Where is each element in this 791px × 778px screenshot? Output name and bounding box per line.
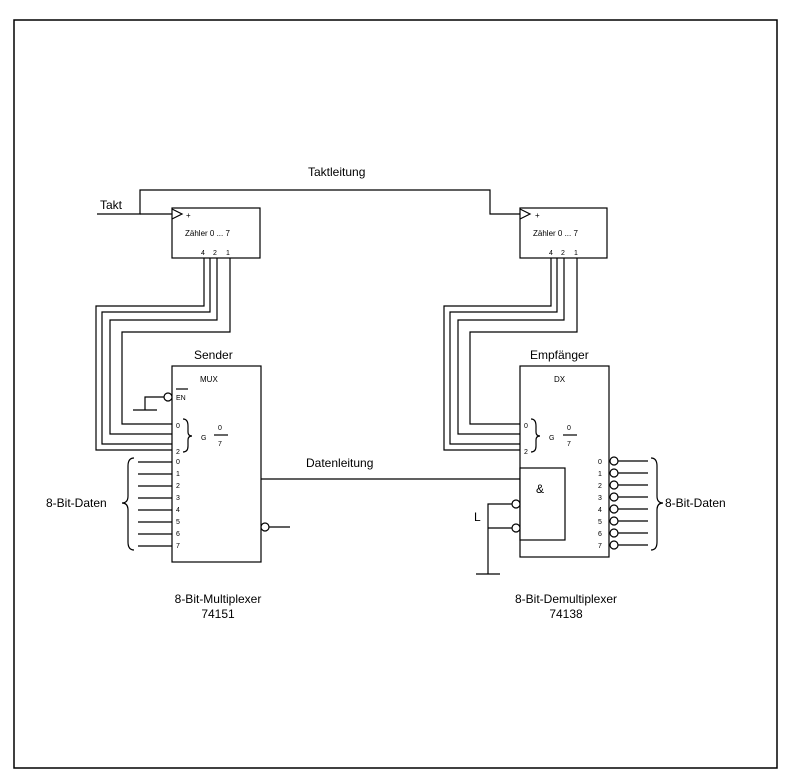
mux-sel-2: 2	[176, 449, 180, 456]
counter-right: + Zähler 0 ... 7 4 2 1	[519, 207, 608, 259]
dx-and-symbol: &	[536, 482, 544, 496]
counter-left-out-1: 1	[226, 250, 230, 257]
l-label: L	[474, 510, 481, 524]
dx-caption-line2: 74138	[549, 607, 583, 621]
dx-inverted-outputs	[609, 456, 648, 550]
taktleitung-label: Taktleitung	[308, 165, 365, 179]
mux-g-bottom: 7	[218, 441, 222, 448]
dx-select-brace	[530, 418, 541, 453]
mux-caption-line1: 8-Bit-Multiplexer	[175, 592, 262, 606]
mux-in-3: 3	[176, 495, 180, 502]
mux-enable-inversion	[163, 392, 173, 402]
left-data-brace	[121, 457, 135, 551]
mux-in-7: 7	[176, 543, 180, 550]
mux-data-input-lines	[138, 461, 172, 547]
counter-right-out-4: 4	[549, 250, 553, 257]
mux-select-brace	[182, 418, 193, 453]
counter-left-out-2: 2	[213, 250, 217, 257]
dx-g-bottom: 7	[567, 441, 571, 448]
dx-enable-inversion-2	[511, 523, 521, 533]
mux-inverted-output	[260, 522, 270, 532]
dx-g-top: 0	[567, 425, 571, 432]
dx-out-5: 5	[598, 519, 602, 526]
mux-in-5: 5	[176, 519, 180, 526]
dx-caption-line1: 8-Bit-Demultiplexer	[515, 592, 617, 606]
right-data-brace	[650, 457, 664, 551]
mux-select-wires	[95, 258, 231, 451]
mux-title: MUX	[200, 375, 218, 384]
mux-block: MUX EN 0 2 G 0 7 0 1 2 3 4 5 6 7	[133, 365, 290, 563]
counter-left-name: Zähler 0 ... 7	[185, 229, 230, 238]
sender-label: Sender	[194, 348, 233, 362]
mux-g: G	[201, 435, 206, 442]
mux-in-0: 0	[176, 459, 180, 466]
mux-in-6: 6	[176, 531, 180, 538]
dx-sel-0: 0	[524, 423, 528, 430]
counter-left: + Zähler 0 ... 7 4 2 1	[171, 207, 261, 259]
dx-block: DX 0 2 G 0 7 & 0 1 2 3 4 5 6 7	[519, 365, 610, 558]
dx-out-2: 2	[598, 483, 602, 490]
dx-g: G	[549, 435, 554, 442]
empfaenger-label: Empfänger	[530, 348, 589, 362]
mux-sel-0: 0	[176, 423, 180, 430]
mux-g-top: 0	[218, 425, 222, 432]
dx-out-7: 7	[598, 543, 602, 550]
mux-in-1: 1	[176, 471, 180, 478]
diagram-frame	[13, 19, 778, 769]
counter-left-plus: +	[186, 211, 191, 220]
clock-line	[97, 189, 520, 215]
dx-out-3: 3	[598, 495, 602, 502]
dx-select-wires	[443, 258, 578, 451]
datenleitung-label: Datenleitung	[306, 456, 373, 470]
mux-enable-label: EN	[176, 395, 186, 402]
dx-title: DX	[554, 375, 566, 384]
dx-out-0: 0	[598, 459, 602, 466]
dx-enable-inputs	[476, 499, 521, 575]
left-data-label: 8-Bit-Daten	[46, 496, 107, 510]
counter-right-name: Zähler 0 ... 7	[533, 229, 578, 238]
dx-out-1: 1	[598, 471, 602, 478]
mux-in-2: 2	[176, 483, 180, 490]
dx-and-subblock	[519, 467, 566, 541]
mux-in-4: 4	[176, 507, 180, 514]
takt-label: Takt	[100, 198, 123, 212]
counter-right-plus: +	[535, 211, 540, 220]
dx-enable-inversion-1	[511, 499, 521, 509]
counter-left-out-4: 4	[201, 250, 205, 257]
counter-right-out-2: 2	[561, 250, 565, 257]
counter-right-out-1: 1	[574, 250, 578, 257]
dx-out-6: 6	[598, 531, 602, 538]
mux-caption-line2: 74151	[201, 607, 235, 621]
right-data-label: 8-Bit-Daten	[665, 496, 726, 510]
dx-sel-2: 2	[524, 449, 528, 456]
dx-out-4: 4	[598, 507, 602, 514]
